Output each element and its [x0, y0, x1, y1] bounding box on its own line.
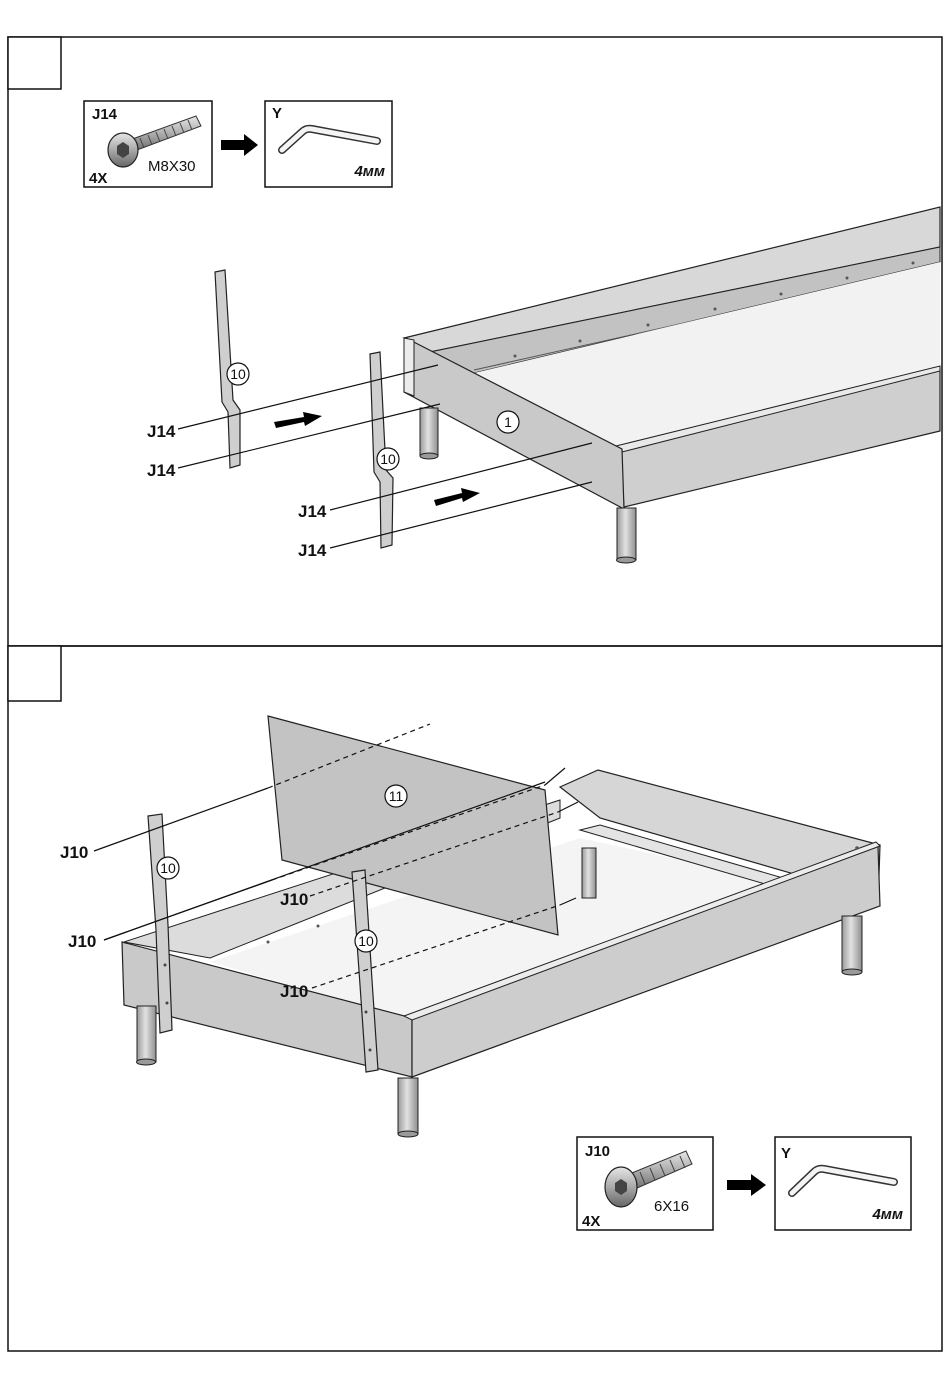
- fastener-label: J14: [147, 461, 176, 480]
- insert-arrow-icon: [274, 412, 322, 428]
- tool-size: 4мм: [353, 163, 385, 180]
- fastener-label: J14: [298, 541, 327, 560]
- part-callout: 10: [358, 933, 374, 949]
- part-callout: 1: [504, 414, 512, 430]
- step-1-panel: J14 4X M8X30 Y 4мм: [8, 37, 942, 646]
- hardware-quantity: 4X: [582, 1213, 600, 1230]
- hardware-size: M8X30: [148, 158, 196, 175]
- step-2-hardware-box: J10 4X 6X16: [577, 1137, 713, 1230]
- fastener-label: J10: [60, 843, 88, 862]
- insert-arrow-icon: [434, 488, 480, 506]
- fastener-label: J10: [68, 932, 96, 951]
- part-callout: 10: [230, 366, 246, 382]
- part-callout: 11: [389, 788, 404, 804]
- step-2-number-box: [8, 646, 61, 701]
- fastener-label: J10: [280, 890, 308, 909]
- step-1-direction-arrow: [221, 134, 258, 156]
- step-1-hardware-box: J14 4X M8X30: [84, 101, 212, 187]
- step-2-direction-arrow: [727, 1174, 766, 1196]
- fastener-label: J10: [280, 982, 308, 1001]
- step-2-panel: J10 J10 J10 J10 10 11 10 J10 4X 6X16: [8, 646, 942, 1351]
- hardware-part-code: J10: [585, 1143, 610, 1160]
- step-2-tool-box: Y 4мм: [775, 1137, 911, 1230]
- step-1-tool-box: Y 4мм: [265, 101, 392, 187]
- tool-code: Y: [781, 1145, 791, 1162]
- tool-code: Y: [272, 105, 282, 122]
- fastener-label: J14: [147, 422, 176, 441]
- part-callout: 10: [380, 451, 396, 467]
- step-1-number-box: [8, 37, 61, 89]
- hardware-part-code: J14: [92, 106, 118, 123]
- hardware-quantity: 4X: [89, 170, 107, 187]
- fastener-label: J14: [298, 502, 327, 521]
- part-callout: 10: [160, 860, 176, 876]
- hardware-size: 6X16: [654, 1198, 689, 1215]
- tool-size: 4мм: [871, 1206, 903, 1223]
